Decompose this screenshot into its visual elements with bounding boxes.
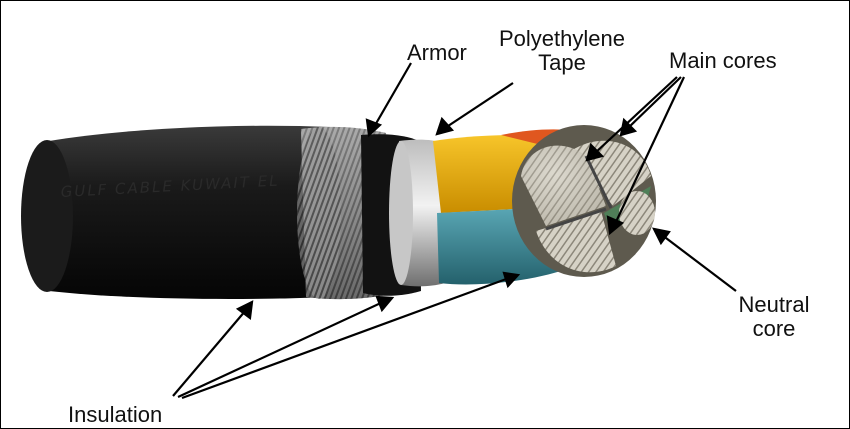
polyethylene-tape-layer [389, 139, 445, 287]
conductor-face [512, 125, 656, 277]
label-armor: Armor [407, 40, 467, 65]
label-neutral-core-line1: Neutral [738, 292, 810, 317]
label-main-cores: Main cores [669, 48, 777, 73]
annotation-arrows [172, 62, 737, 400]
label-polyethylene-tape-line2: Tape [538, 50, 586, 75]
outer-sheath: GULF CABLE KUWAIT EL [21, 125, 332, 300]
label-neutral-core: Neutral core [729, 293, 819, 341]
label-polyethylene-tape: Polyethylene Tape [489, 27, 635, 75]
label-polyethylene-tape-line1: Polyethylene [499, 26, 625, 51]
label-neutral-core-line2: core [752, 316, 796, 341]
neutral-core-conductor [619, 191, 655, 235]
label-insulation: Insulation [68, 402, 163, 427]
